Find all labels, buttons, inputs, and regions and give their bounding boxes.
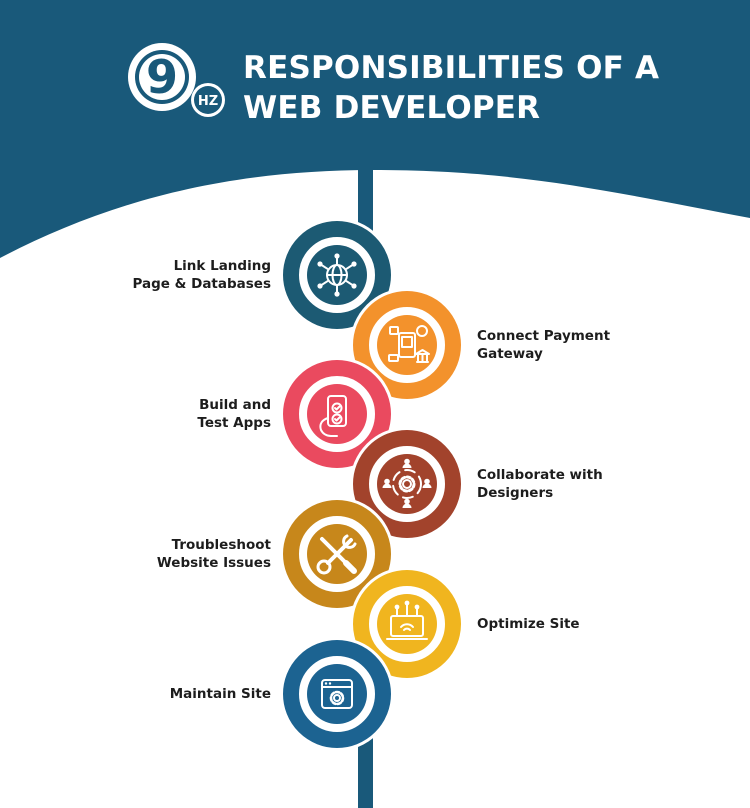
- payment-device-icon: [388, 325, 430, 363]
- step-icon-disc: [377, 315, 437, 375]
- step-label-6: Optimize Site: [477, 615, 580, 633]
- step-node-7: [280, 637, 394, 751]
- step-label-line: Test Apps: [197, 415, 271, 431]
- header-background: [0, 0, 750, 258]
- step-label-line: Connect Payment: [477, 328, 611, 344]
- wrench-screwdriver-icon: [316, 534, 357, 575]
- steps-layer: [280, 218, 464, 751]
- step-label-line: Link Landing: [173, 258, 271, 274]
- step-ring: [353, 291, 461, 399]
- step-ring: [283, 360, 391, 468]
- laptop-optimize-icon: [386, 600, 428, 640]
- mobile-app-check-icon: [319, 395, 347, 437]
- step-label-line: Gateway: [477, 346, 543, 362]
- network-globe-icon: [317, 253, 357, 297]
- page-title-line: WEB DEVELOPER: [243, 90, 541, 126]
- step-node-5: [280, 497, 394, 611]
- step-node-2: [350, 288, 464, 402]
- logo-suffix: HZ: [198, 94, 218, 109]
- company-logo: 9 HZ: [128, 43, 225, 117]
- step-label-line: Website Issues: [156, 555, 271, 571]
- step-node-6: [350, 567, 464, 681]
- step-label-line: Designers: [477, 485, 554, 501]
- team-gear-icon: [382, 458, 432, 508]
- page-title-line: RESPONSIBILITIES OF A: [243, 50, 660, 86]
- step-label-7: Maintain Site: [170, 685, 271, 703]
- logo-digit: 9: [146, 50, 178, 104]
- step-ring: [353, 430, 461, 538]
- step-label-line: Build and: [199, 397, 271, 413]
- step-node-4: [350, 427, 464, 541]
- browser-gear-icon: [321, 679, 353, 709]
- step-node-1: [280, 218, 394, 332]
- step-ring: [283, 640, 391, 748]
- step-ring: [353, 570, 461, 678]
- page-title: RESPONSIBILITIES OF A WEB DEVELOPER: [243, 48, 659, 128]
- step-ring: [283, 500, 391, 608]
- step-label-line: Troubleshoot: [171, 537, 271, 553]
- step-ring: [283, 221, 391, 329]
- step-label-line: Optimize Site: [477, 616, 580, 632]
- step-node-3: [280, 357, 394, 471]
- step-label-line: Maintain Site: [169, 686, 271, 702]
- step-label-line: Collaborate with: [477, 467, 603, 483]
- step-icon-disc: [377, 454, 437, 514]
- step-label-line: Page & Databases: [132, 276, 271, 292]
